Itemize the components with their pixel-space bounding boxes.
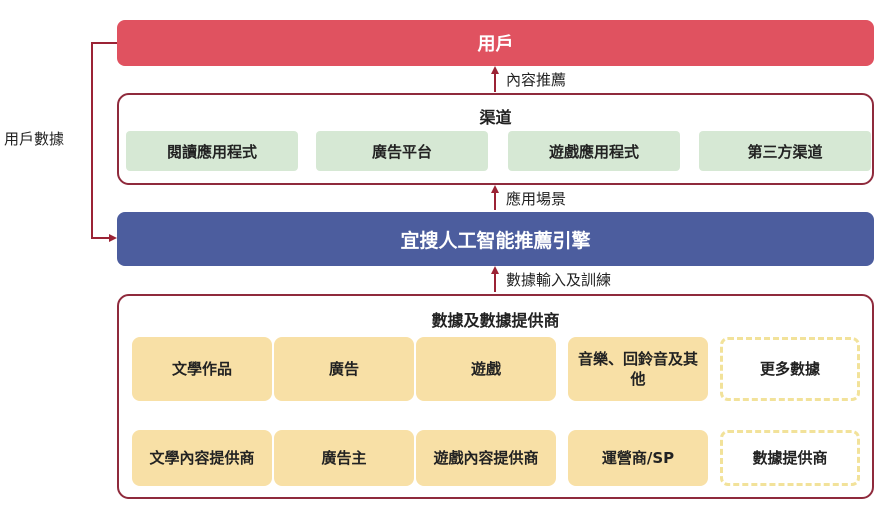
provider-literature: 文學內容提供商 [132, 430, 272, 486]
provider-games: 遊戲內容提供商 [416, 430, 556, 486]
user-label: 用戶 [477, 34, 514, 55]
data-type-literature: 文學作品 [132, 337, 272, 401]
data-providers-panel: 數據及數據提供商 文學作品 廣告 遊戲 音樂、回鈴音及其他 更多數據 文學內容提… [117, 294, 874, 499]
user-data-feedback-line [91, 42, 117, 242]
data-type-music: 音樂、回鈴音及其他 [568, 337, 708, 401]
content-recommend-label: 內容推薦 [506, 71, 567, 89]
provider-data: 數據提供商 [720, 430, 860, 486]
data-type-games: 遊戲 [416, 337, 556, 401]
user-data-label: 用戶數據 [4, 130, 65, 148]
data-input-training-label: 數據輸入及訓練 [506, 271, 612, 289]
application-scenarios-label: 應用場景 [506, 190, 567, 208]
recommendation-engine-bar: 宜搜人工智能推薦引擎 [117, 212, 874, 266]
data-providers-title: 數據及數據提供商 [431, 311, 560, 330]
channel-third-party: 第三方渠道 [699, 131, 871, 171]
channel-ad-platform: 廣告平台 [316, 131, 488, 171]
channel-reading-app: 閱讀應用程式 [126, 131, 298, 171]
data-type-more: 更多數據 [720, 337, 860, 401]
data-type-ads: 廣告 [274, 337, 414, 401]
user-bar: 用戶 [117, 20, 874, 66]
channels-panel: 渠道 閱讀應用程式 廣告平台 遊戲應用程式 第三方渠道 [117, 93, 874, 185]
channel-game-app: 遊戲應用程式 [508, 131, 680, 171]
provider-operators: 運營商/SP [568, 430, 708, 486]
provider-advertisers: 廣告主 [274, 430, 414, 486]
engine-label: 宜搜人工智能推薦引擎 [400, 229, 591, 252]
channels-title: 渠道 [479, 108, 512, 127]
